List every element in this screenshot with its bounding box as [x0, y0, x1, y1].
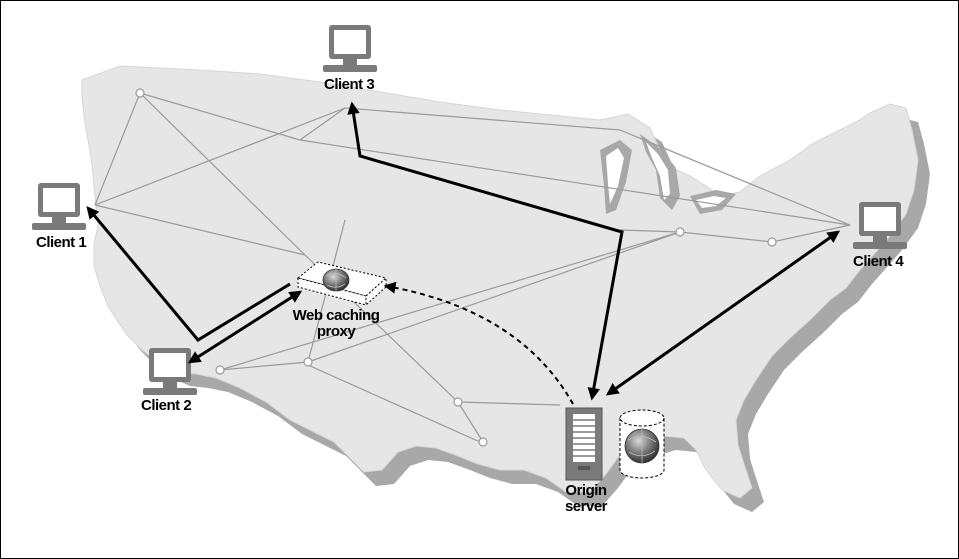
arrow-client2-proxy-a	[187, 290, 303, 364]
client2-label: Client 2	[141, 397, 192, 414]
great-lakes	[600, 134, 736, 214]
proxy-label-line1: Web caching	[292, 307, 380, 324]
client2-computer-icon	[143, 348, 197, 395]
client4-label: Client 4	[853, 253, 904, 270]
client4-computer-icon	[853, 202, 907, 249]
client1-label: Client 1	[36, 234, 87, 251]
us-map	[81, 65, 919, 499]
request-arrows	[86, 101, 841, 401]
arrow-origin-client4	[605, 230, 841, 396]
client3-computer-icon	[323, 25, 377, 72]
proxy-label: Web caching proxy	[286, 308, 386, 340]
origin-label-line2: server	[564, 498, 608, 515]
origin-label-line1: Origin	[565, 482, 607, 499]
proxy-label-line2: proxy	[316, 323, 356, 340]
origin-label: Origin server	[556, 483, 616, 515]
client3-label: Client 3	[324, 76, 375, 93]
client1-computer-icon	[32, 183, 86, 230]
server-tower-icon	[565, 407, 603, 481]
database-cylinder-icon	[619, 409, 665, 479]
